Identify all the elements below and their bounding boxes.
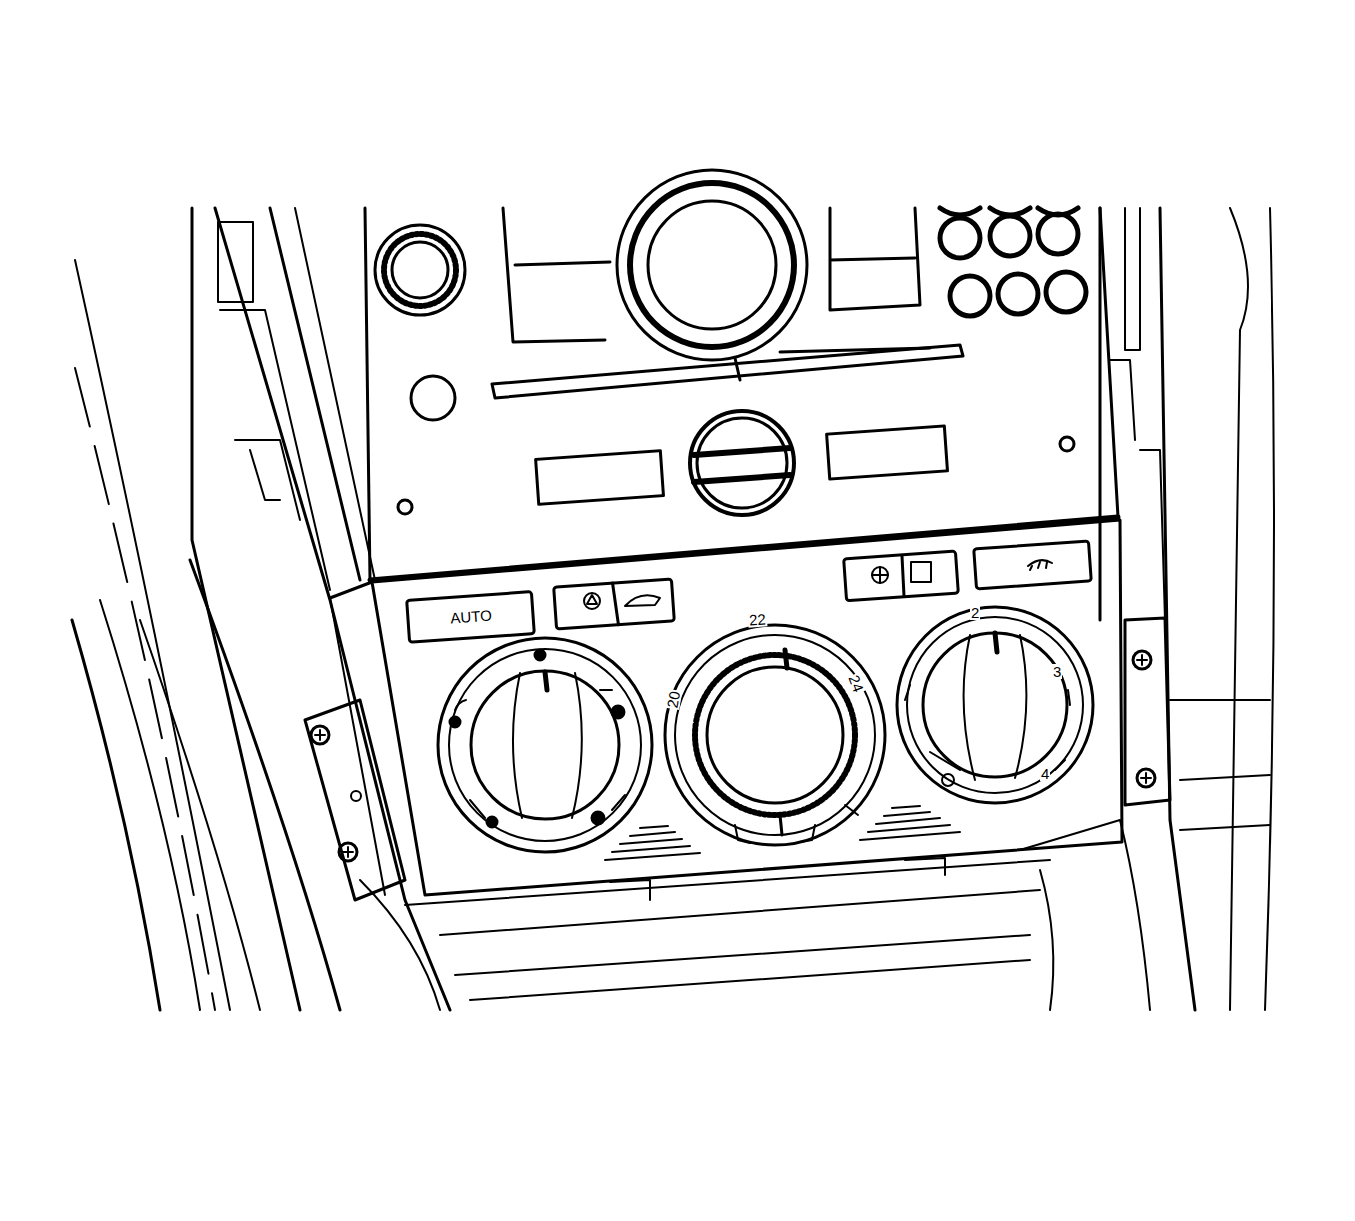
scale-number: 2 (970, 605, 980, 620)
button-box: AUTO (411, 593, 531, 639)
button-label: AUTO (450, 607, 492, 625)
scale-number: 24 (846, 672, 866, 695)
scale-number: 22 (747, 611, 767, 627)
scale-number: 3 (1052, 664, 1062, 679)
scale-number: 4 (1040, 766, 1050, 781)
scale-number: 20 (664, 689, 682, 710)
